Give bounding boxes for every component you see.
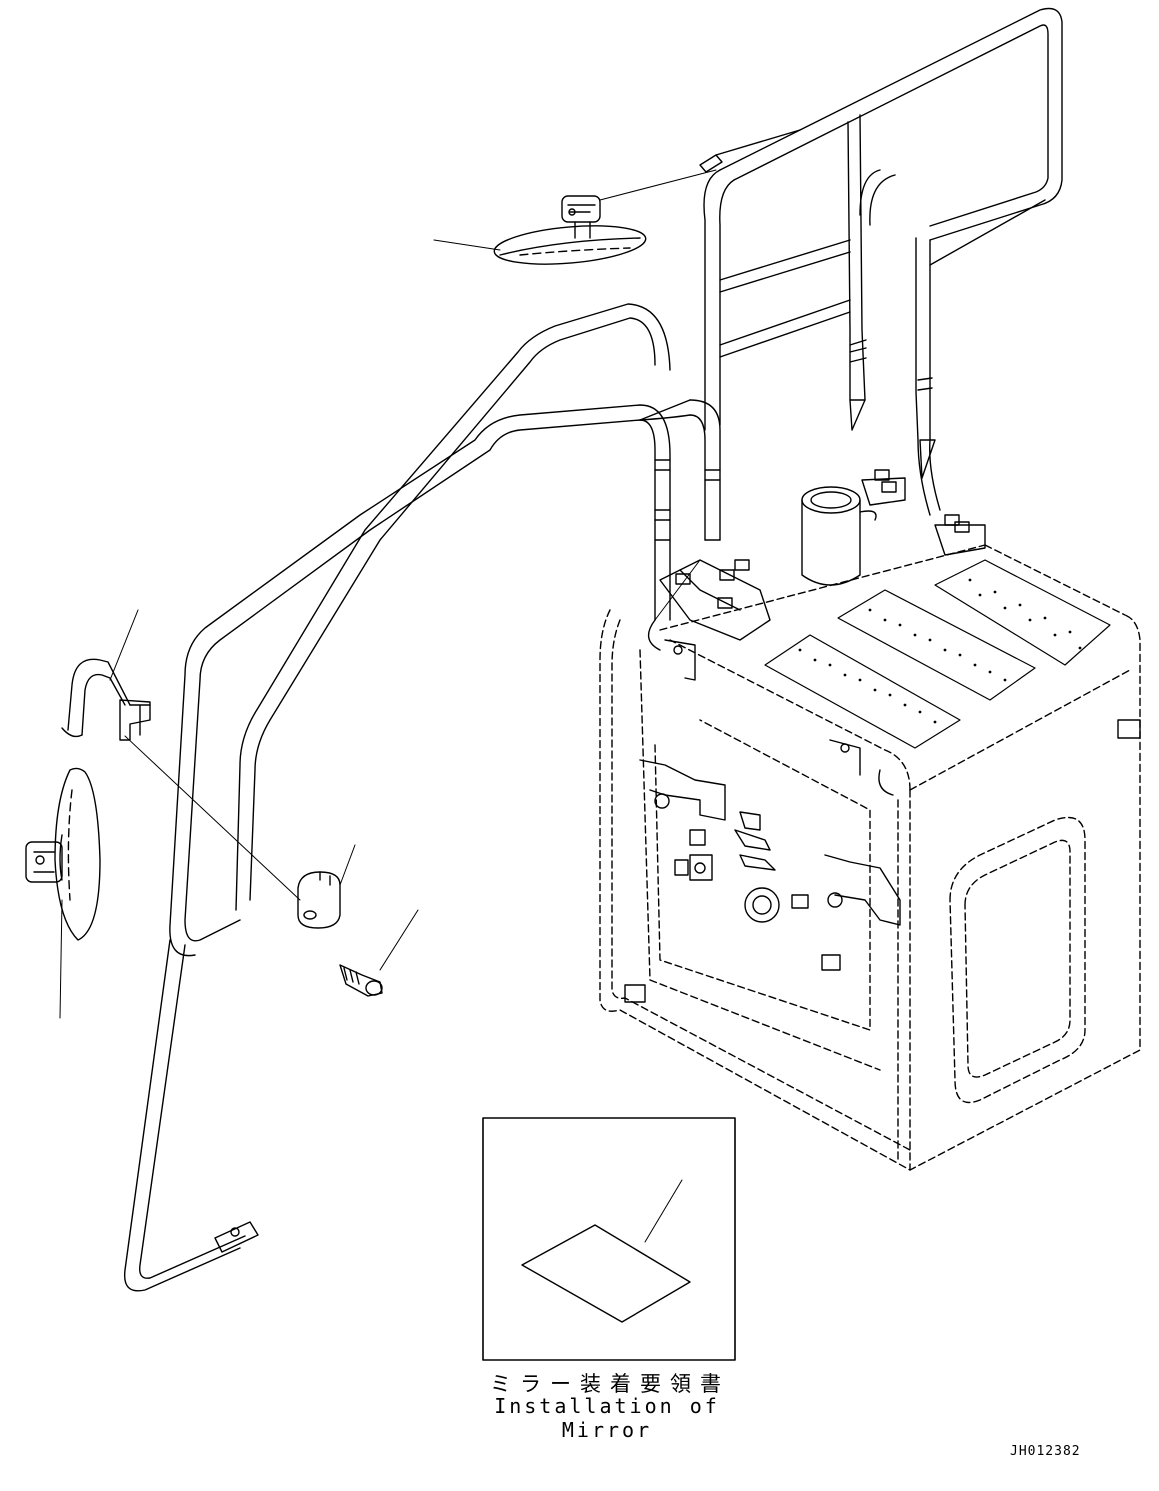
leader-lines: [654, 559, 701, 621]
upper-handrail: [699, 7, 1063, 516]
tank-top-fittings: [624, 469, 1141, 1003]
tank-body: [599, 544, 1141, 1171]
side-panel-components: [639, 759, 901, 971]
step-plate-dots: [798, 578, 1082, 724]
bolt: [339, 909, 419, 997]
step-plates: [764, 559, 1111, 749]
side-mirror: [25, 767, 101, 1019]
drawing-id: JH012382: [1010, 1444, 1081, 1459]
top-mirror: [433, 169, 717, 265]
inset-caption-jp: ミラー装着要領書: [490, 1372, 730, 1396]
main-handrail: [123, 303, 721, 1292]
inset-box: [482, 1117, 736, 1361]
mirror-stay: [61, 609, 301, 901]
clamp: [297, 844, 356, 929]
inset-caption-en: Installation of Mirror: [494, 1394, 720, 1442]
